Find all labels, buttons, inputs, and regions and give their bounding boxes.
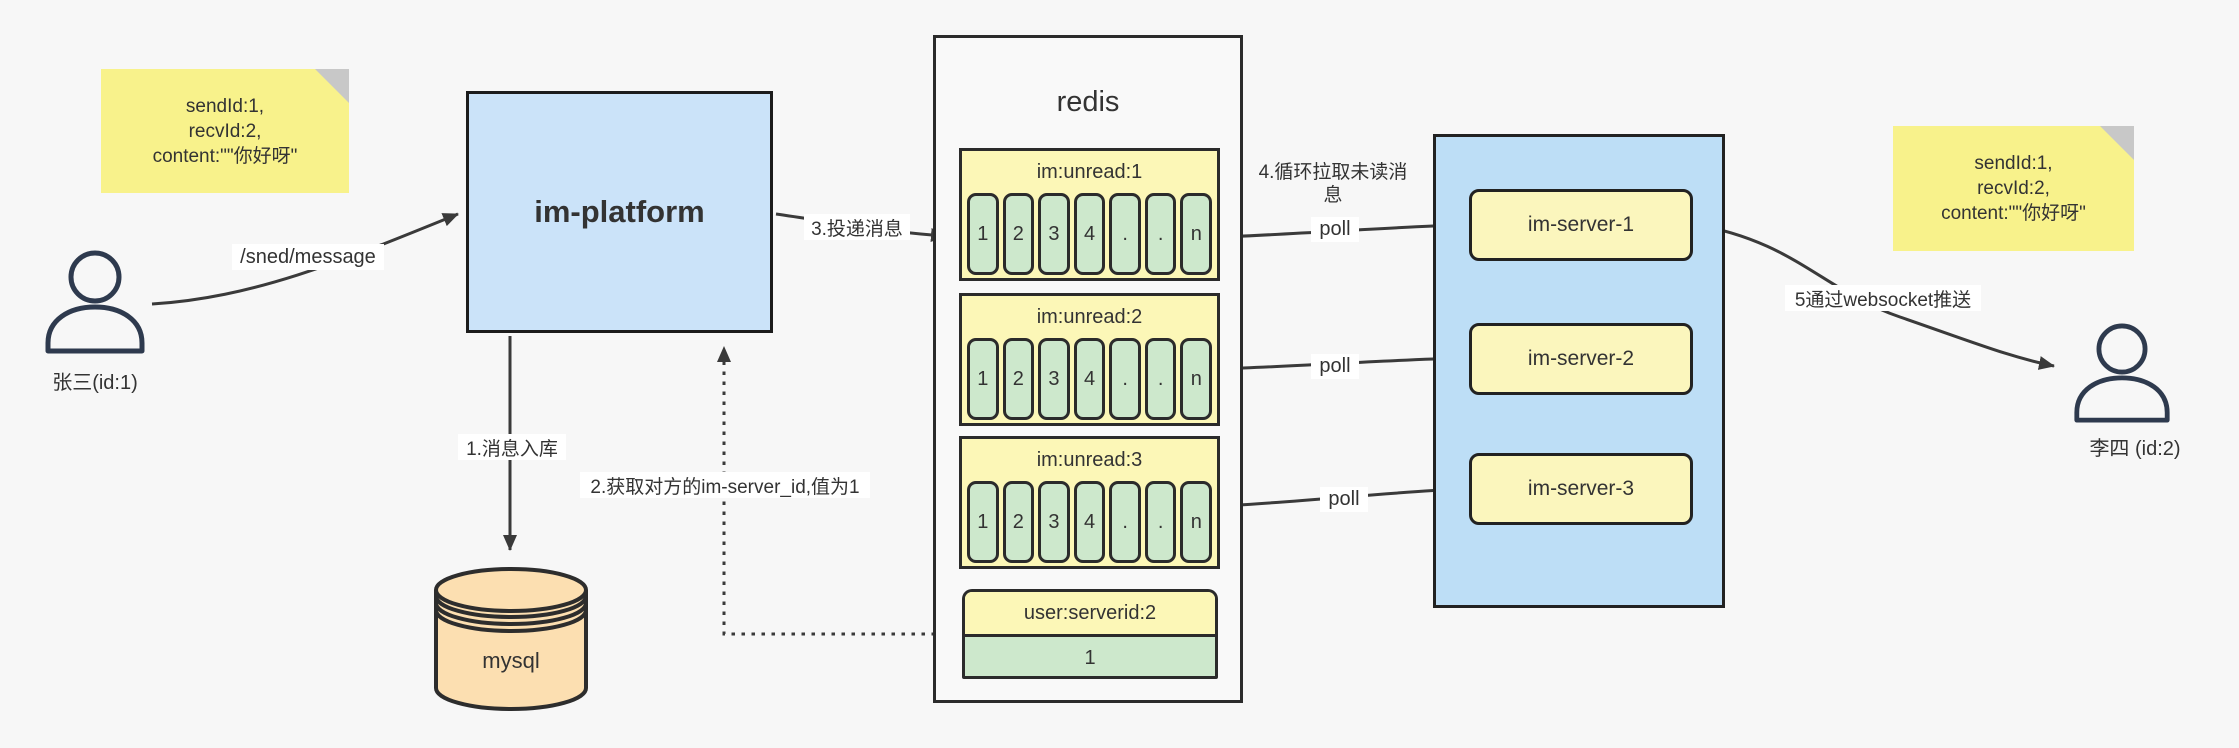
kv-header: user:serverid:2 xyxy=(965,592,1215,634)
list-cell: n xyxy=(1180,338,1213,420)
note-line: recvId:2, xyxy=(188,120,262,142)
redis-kv-user-serverid: user:serverid:2 1 xyxy=(962,589,1218,679)
list-cell: 3 xyxy=(1038,193,1070,275)
kv-value: 1 xyxy=(965,634,1215,676)
user-icon xyxy=(2072,323,2172,425)
sender-label: 张三(id:1) xyxy=(52,372,138,394)
receiver-label: 李四 (id:2) xyxy=(2089,438,2181,460)
list-cell: 2 xyxy=(1002,193,1035,275)
edge-label-step4: 4.循环拉取未读消息 xyxy=(1258,162,1408,206)
list-cell: n xyxy=(1180,481,1213,563)
edge-label-poll-1: poll xyxy=(1311,217,1359,242)
redis-list-unread-3: im:unread:3 1 2 3 4 . . n xyxy=(959,436,1220,569)
im-server-3-box: im-server-3 xyxy=(1469,453,1693,525)
edge-label-step3: 3.投递消息 xyxy=(804,214,910,240)
edge-label-poll-3: poll xyxy=(1320,487,1368,512)
database-label: mysql xyxy=(482,648,540,673)
im-server-group: im-server-1 im-server-2 im-server-3 xyxy=(1433,134,1725,608)
list-header: im:unread:3 xyxy=(1036,448,1143,471)
list-cell: 2 xyxy=(1002,481,1035,563)
list-cells: 1 2 3 4 . . n xyxy=(962,338,1217,420)
redis-title: redis xyxy=(1056,86,1120,118)
list-cell: . xyxy=(1144,193,1177,275)
redis-list-unread-1: im:unread:1 1 2 3 4 . . n xyxy=(959,148,1220,281)
edge-label-poll-2: poll xyxy=(1311,354,1359,379)
list-cell: 4 xyxy=(1073,338,1106,420)
im-platform-box: im-platform xyxy=(466,91,773,333)
list-cell: n xyxy=(1180,193,1213,275)
note-line: recvId:2, xyxy=(1977,178,2050,199)
edge-label-step1: 1.消息入库 xyxy=(458,434,566,460)
user-icon xyxy=(42,250,148,356)
list-cell: 3 xyxy=(1038,338,1070,420)
folded-corner-icon xyxy=(2100,126,2134,160)
im-server-2-box: im-server-2 xyxy=(1469,323,1693,395)
redis-list-unread-2: im:unread:2 1 2 3 4 . . n xyxy=(959,293,1220,426)
list-cell: . xyxy=(1109,338,1141,420)
list-cell: . xyxy=(1109,481,1141,563)
message-note-left: sendId:1, recvId:2, content:""你好呀" xyxy=(101,69,349,193)
note-line: sendId:1, xyxy=(1974,153,2053,174)
list-cell: 4 xyxy=(1073,193,1106,275)
list-cell: . xyxy=(1109,193,1141,275)
list-cell: 1 xyxy=(967,481,999,563)
folded-corner-icon xyxy=(315,69,349,103)
list-cell: . xyxy=(1144,481,1177,563)
list-header: im:unread:2 xyxy=(1036,305,1143,328)
list-cell: 1 xyxy=(967,338,999,420)
list-cell: 2 xyxy=(1002,338,1035,420)
note-line: content:""你好呀" xyxy=(152,145,298,167)
note-line: content:""你好呀" xyxy=(1941,203,2086,224)
note-line: sendId:1, xyxy=(185,95,265,117)
list-cells: 1 2 3 4 . . n xyxy=(962,193,1217,275)
list-cell: . xyxy=(1144,338,1177,420)
list-cell: 4 xyxy=(1073,481,1106,563)
list-cell: 3 xyxy=(1038,481,1070,563)
database-cylinder-icon: mysql xyxy=(433,566,589,712)
list-cell: 1 xyxy=(967,193,999,275)
edge-label-step5: 5通过websocket推送 xyxy=(1785,285,1981,311)
redis-container: redis im:unread:1 1 2 3 4 . . n im:unrea… xyxy=(933,35,1243,703)
im-platform-label: im-platform xyxy=(534,194,705,229)
list-header: im:unread:1 xyxy=(1036,160,1143,183)
list-cells: 1 2 3 4 . . n xyxy=(962,481,1217,563)
edge-label-send-message: /sned/message xyxy=(232,244,384,270)
im-server-1-box: im-server-1 xyxy=(1469,189,1693,261)
message-note-right: sendId:1, recvId:2, content:""你好呀" xyxy=(1893,126,2134,251)
edge-label-step2: 2.获取对方的im-server_id,值为1 xyxy=(580,472,870,498)
